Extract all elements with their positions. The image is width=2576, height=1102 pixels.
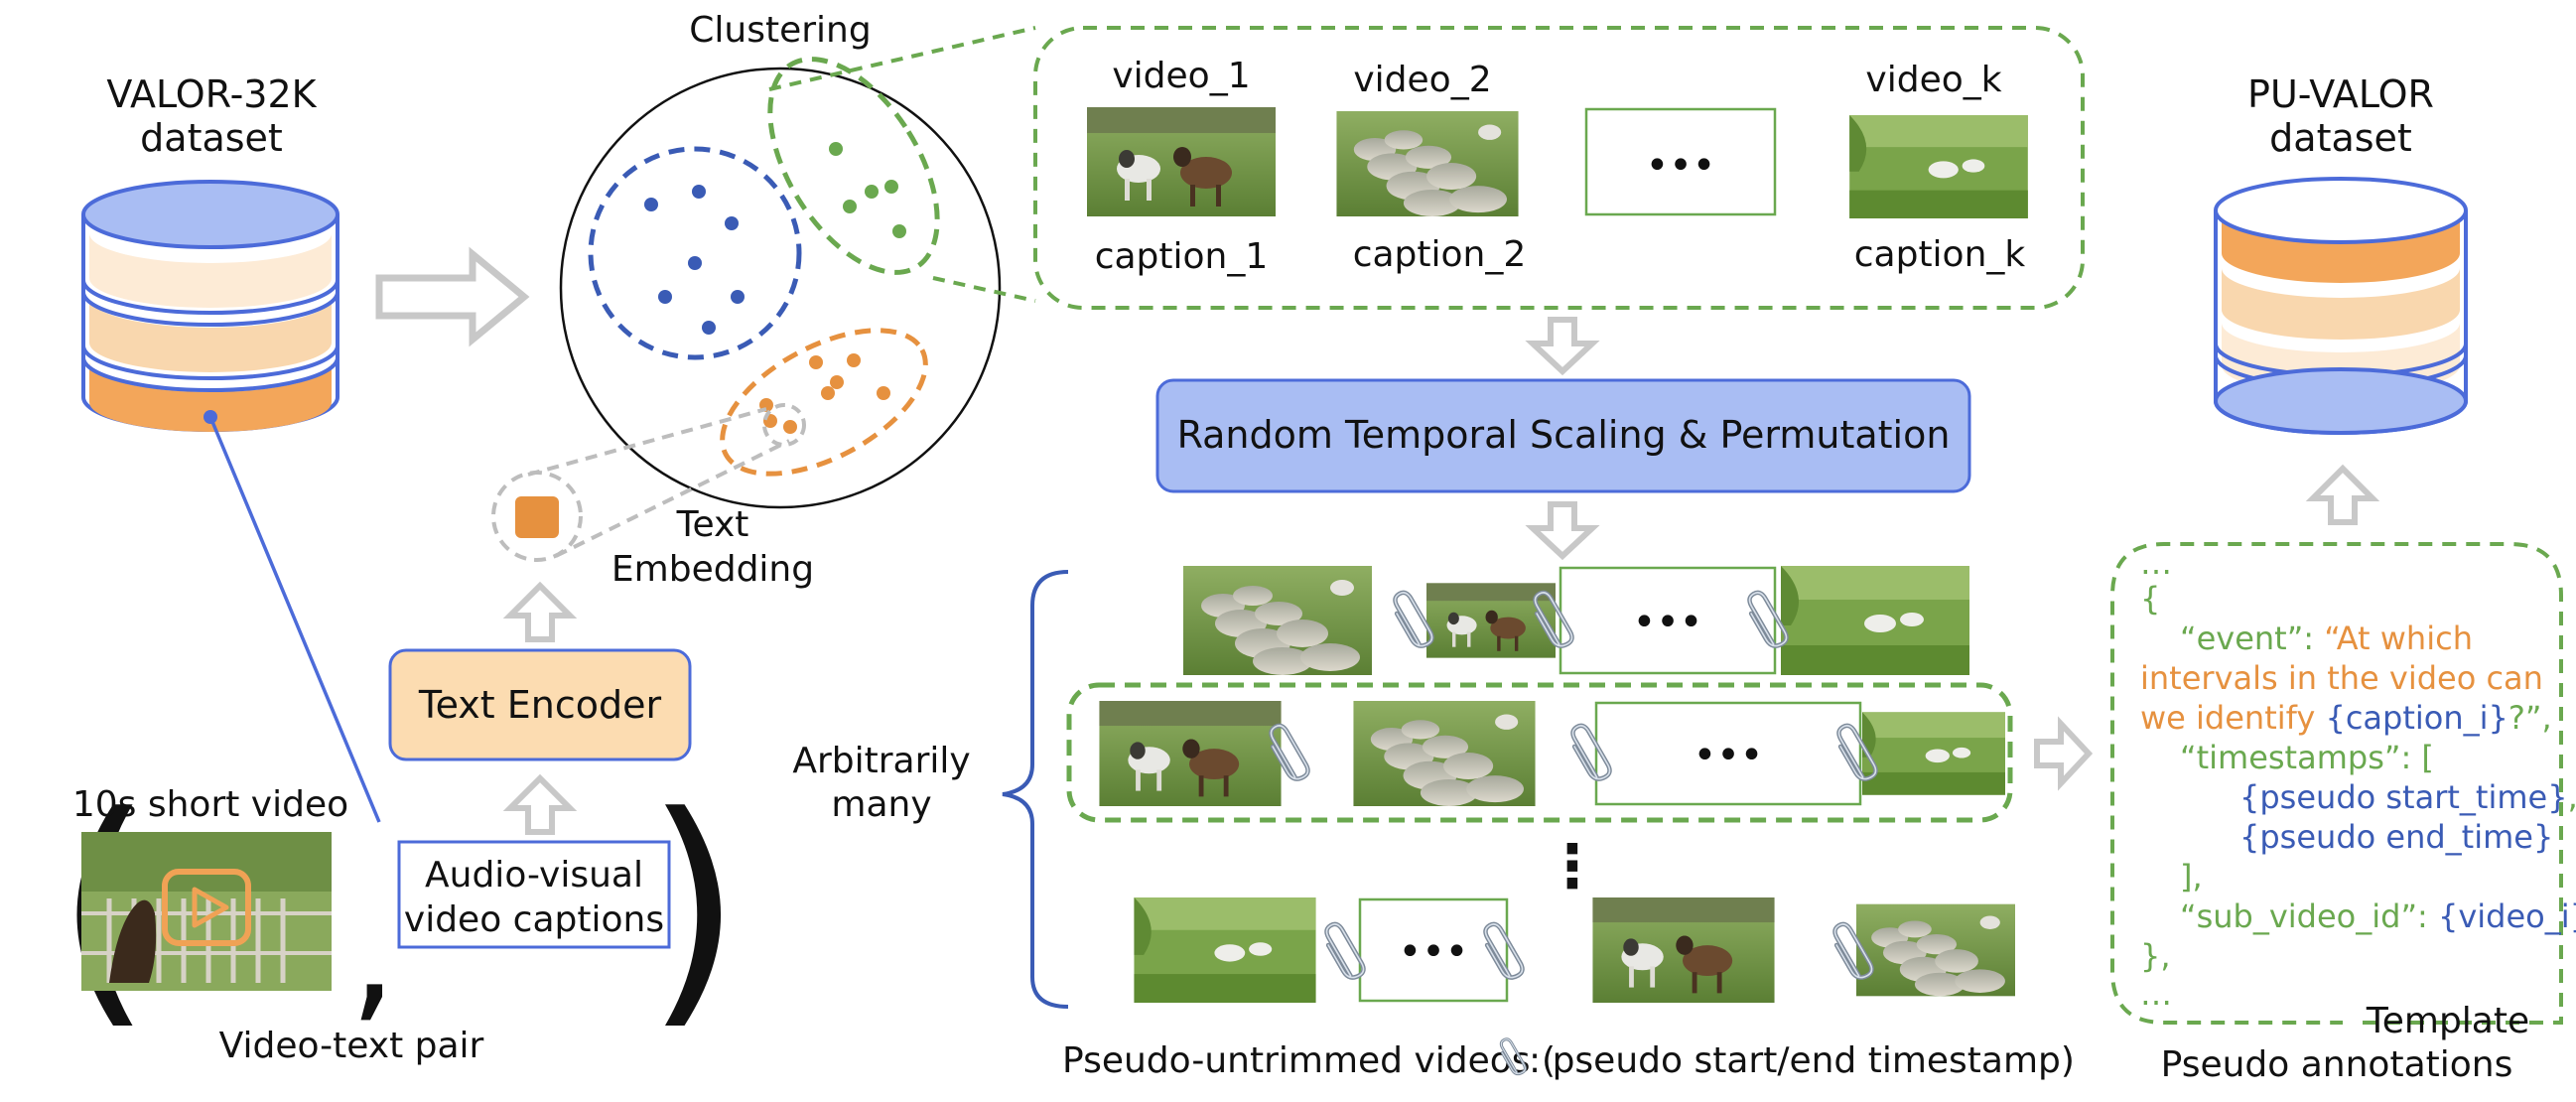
video-thumbnail [1087, 107, 1276, 216]
clustering-title: Clustering [689, 10, 871, 51]
arbitrarily-label-line1: Arbitrarily [792, 741, 970, 781]
hollow-arrow-icon [375, 246, 530, 347]
ellipsis: ••• [1646, 143, 1716, 189]
video-caption: caption_1 [1095, 236, 1269, 277]
template-line: {pseudo end_time} [2239, 818, 2553, 856]
captions-box-line1: Audio-visual [425, 855, 643, 895]
template-line: ], [2180, 858, 2203, 895]
ellipsis: ••• [1694, 733, 1764, 778]
play-icon [192, 887, 229, 928]
text-encoder-box: Text Encoder [388, 648, 692, 761]
captions-box-line2: video captions [404, 899, 664, 940]
blue-cluster [588, 146, 802, 360]
template-line: we identify {caption_i}?”, [2140, 699, 2552, 737]
template-label: Template [2366, 1001, 2529, 1041]
hollow-arrow-icon [1525, 317, 1600, 376]
template-line: “timestamps”: [ [2180, 739, 2434, 776]
orange-cluster [720, 328, 928, 477]
video-text-pair-caption: Video-text pair [219, 1026, 484, 1066]
video-thumbnail [1781, 566, 1969, 675]
green-cluster [767, 57, 940, 275]
pseudo-videos-caption: Pseudo-untrimmed videos ( : pseudo start… [1062, 1035, 2075, 1081]
pu-valor-title: PU-VALOR [2247, 72, 2434, 116]
video-title: video_k [1865, 60, 2001, 100]
svg-text:,: , [349, 866, 397, 1038]
valor-dataset-title: VALOR-32K [106, 72, 317, 116]
caption-suffix: : pseudo start/end timestamp) [1529, 1040, 2075, 1081]
video-thumbnail [1353, 701, 1536, 806]
text-encoder-label: Text Encoder [418, 683, 662, 727]
pseudo-video-row: ••• [1183, 566, 1969, 675]
ellipsis: ••• [1633, 600, 1703, 645]
hollow-arrow-icon [2305, 464, 2380, 525]
valor-32k-dataset: VALOR-32K dataset [81, 72, 381, 823]
hollow-arrow-icon [1525, 501, 1600, 561]
video-thumbnail [1856, 903, 2015, 997]
vertical-ellipsis: ⋮ [1543, 832, 1602, 901]
hollow-arrow-icon [2034, 716, 2094, 791]
video-thumbnail [1592, 897, 1775, 1003]
cluster-video-panel: video_1 caption_1 video_2 caption_2 ••• … [1033, 26, 2085, 310]
embedding-square [515, 496, 559, 538]
template-panel: Template Pseudo annotations … { “event”:… [2110, 542, 2576, 1085]
hollow-arrow-icon [502, 773, 578, 835]
pu-valor-dataset: PU-VALOR dataset [2214, 72, 2468, 435]
ellipsis: ••• [1399, 929, 1469, 975]
video-title: video_2 [1353, 60, 1491, 100]
pu-valor-subtitle: dataset [2269, 116, 2412, 160]
template-line: {pseudo start_time}, [2239, 778, 2576, 816]
database-icon [2214, 177, 2468, 435]
template-line: }, [2140, 937, 2171, 975]
video-title: video_1 [1112, 56, 1250, 96]
video-caption: caption_k [1854, 234, 2026, 275]
embedding-label-line1: Text [676, 504, 749, 545]
template-line: … [2140, 975, 2172, 1013]
video-caption: caption_2 [1353, 234, 1527, 275]
scaling-box: Random Temporal Scaling & Permutation [1155, 378, 1971, 493]
video-text-pair: ( ) , 10s short video Audio-visual video… [56, 762, 743, 1066]
play-icon-frame [162, 869, 251, 946]
pseudo-video-row: ••• [1134, 897, 2015, 1003]
video-thumbnail [1862, 712, 2005, 795]
template-line: “sub_video_id”: {video_i} [2180, 897, 2576, 935]
captions-box: Audio-visual video captions [397, 840, 671, 949]
template-line: … [2140, 544, 2172, 582]
scaling-label: Random Temporal Scaling & Permutation [1177, 413, 1951, 457]
text-embedding: Text Embedding [491, 407, 814, 590]
arbitrarily-many: Arbitrarily many [792, 570, 1069, 1009]
video-thumbnail [1134, 897, 1316, 1003]
short-video-thumbnail [81, 832, 332, 991]
valor-dataset-subtitle: dataset [140, 116, 283, 160]
arbitrarily-label-line2: many [831, 784, 931, 825]
hollow-arrow-icon [502, 581, 578, 642]
video-thumbnail [1183, 566, 1372, 675]
video-thumbnail [1336, 111, 1519, 216]
video-thumbnail [1099, 701, 1282, 806]
caption-prefix: Pseudo-untrimmed videos ( [1062, 1040, 1556, 1081]
clustering-panel: Clustering [559, 10, 1002, 509]
database-icon [81, 180, 339, 432]
template-line: “event”: “At which [2180, 620, 2473, 657]
template-caption: Pseudo annotations [2161, 1044, 2513, 1085]
template-line: { [2140, 580, 2160, 618]
template-line: intervals in the video can [2140, 659, 2543, 697]
short-video-label: 10s short video [72, 784, 348, 825]
pseudo-video-row: ••• [1066, 682, 2013, 823]
video-thumbnail [1849, 115, 2028, 218]
embedding-label-line2: Embedding [611, 549, 814, 590]
